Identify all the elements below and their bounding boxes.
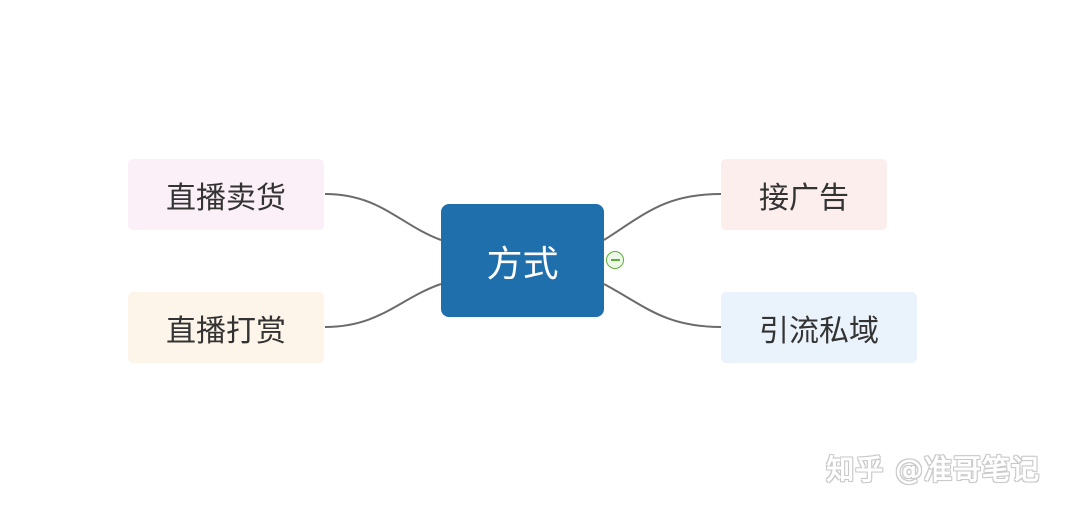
connector-left-bot [324,283,442,328]
minus-icon [610,259,620,261]
branch-topic-private-traffic[interactable]: 引流私域 [721,292,917,363]
branch-topic-advertising[interactable]: 接广告 [721,159,887,230]
watermark: 知乎 @准哥笔记 [826,453,1040,486]
central-topic[interactable]: 方式 [441,204,604,317]
branch-topic-livestream-tips[interactable]: 直播打赏 [128,292,324,363]
connector-left-top [324,193,442,241]
connector-right-top [603,193,722,241]
branch-topic-livestream-sales[interactable]: 直播卖货 [128,159,324,230]
collapse-icon[interactable] [606,251,624,269]
connector-right-bot [603,283,722,328]
